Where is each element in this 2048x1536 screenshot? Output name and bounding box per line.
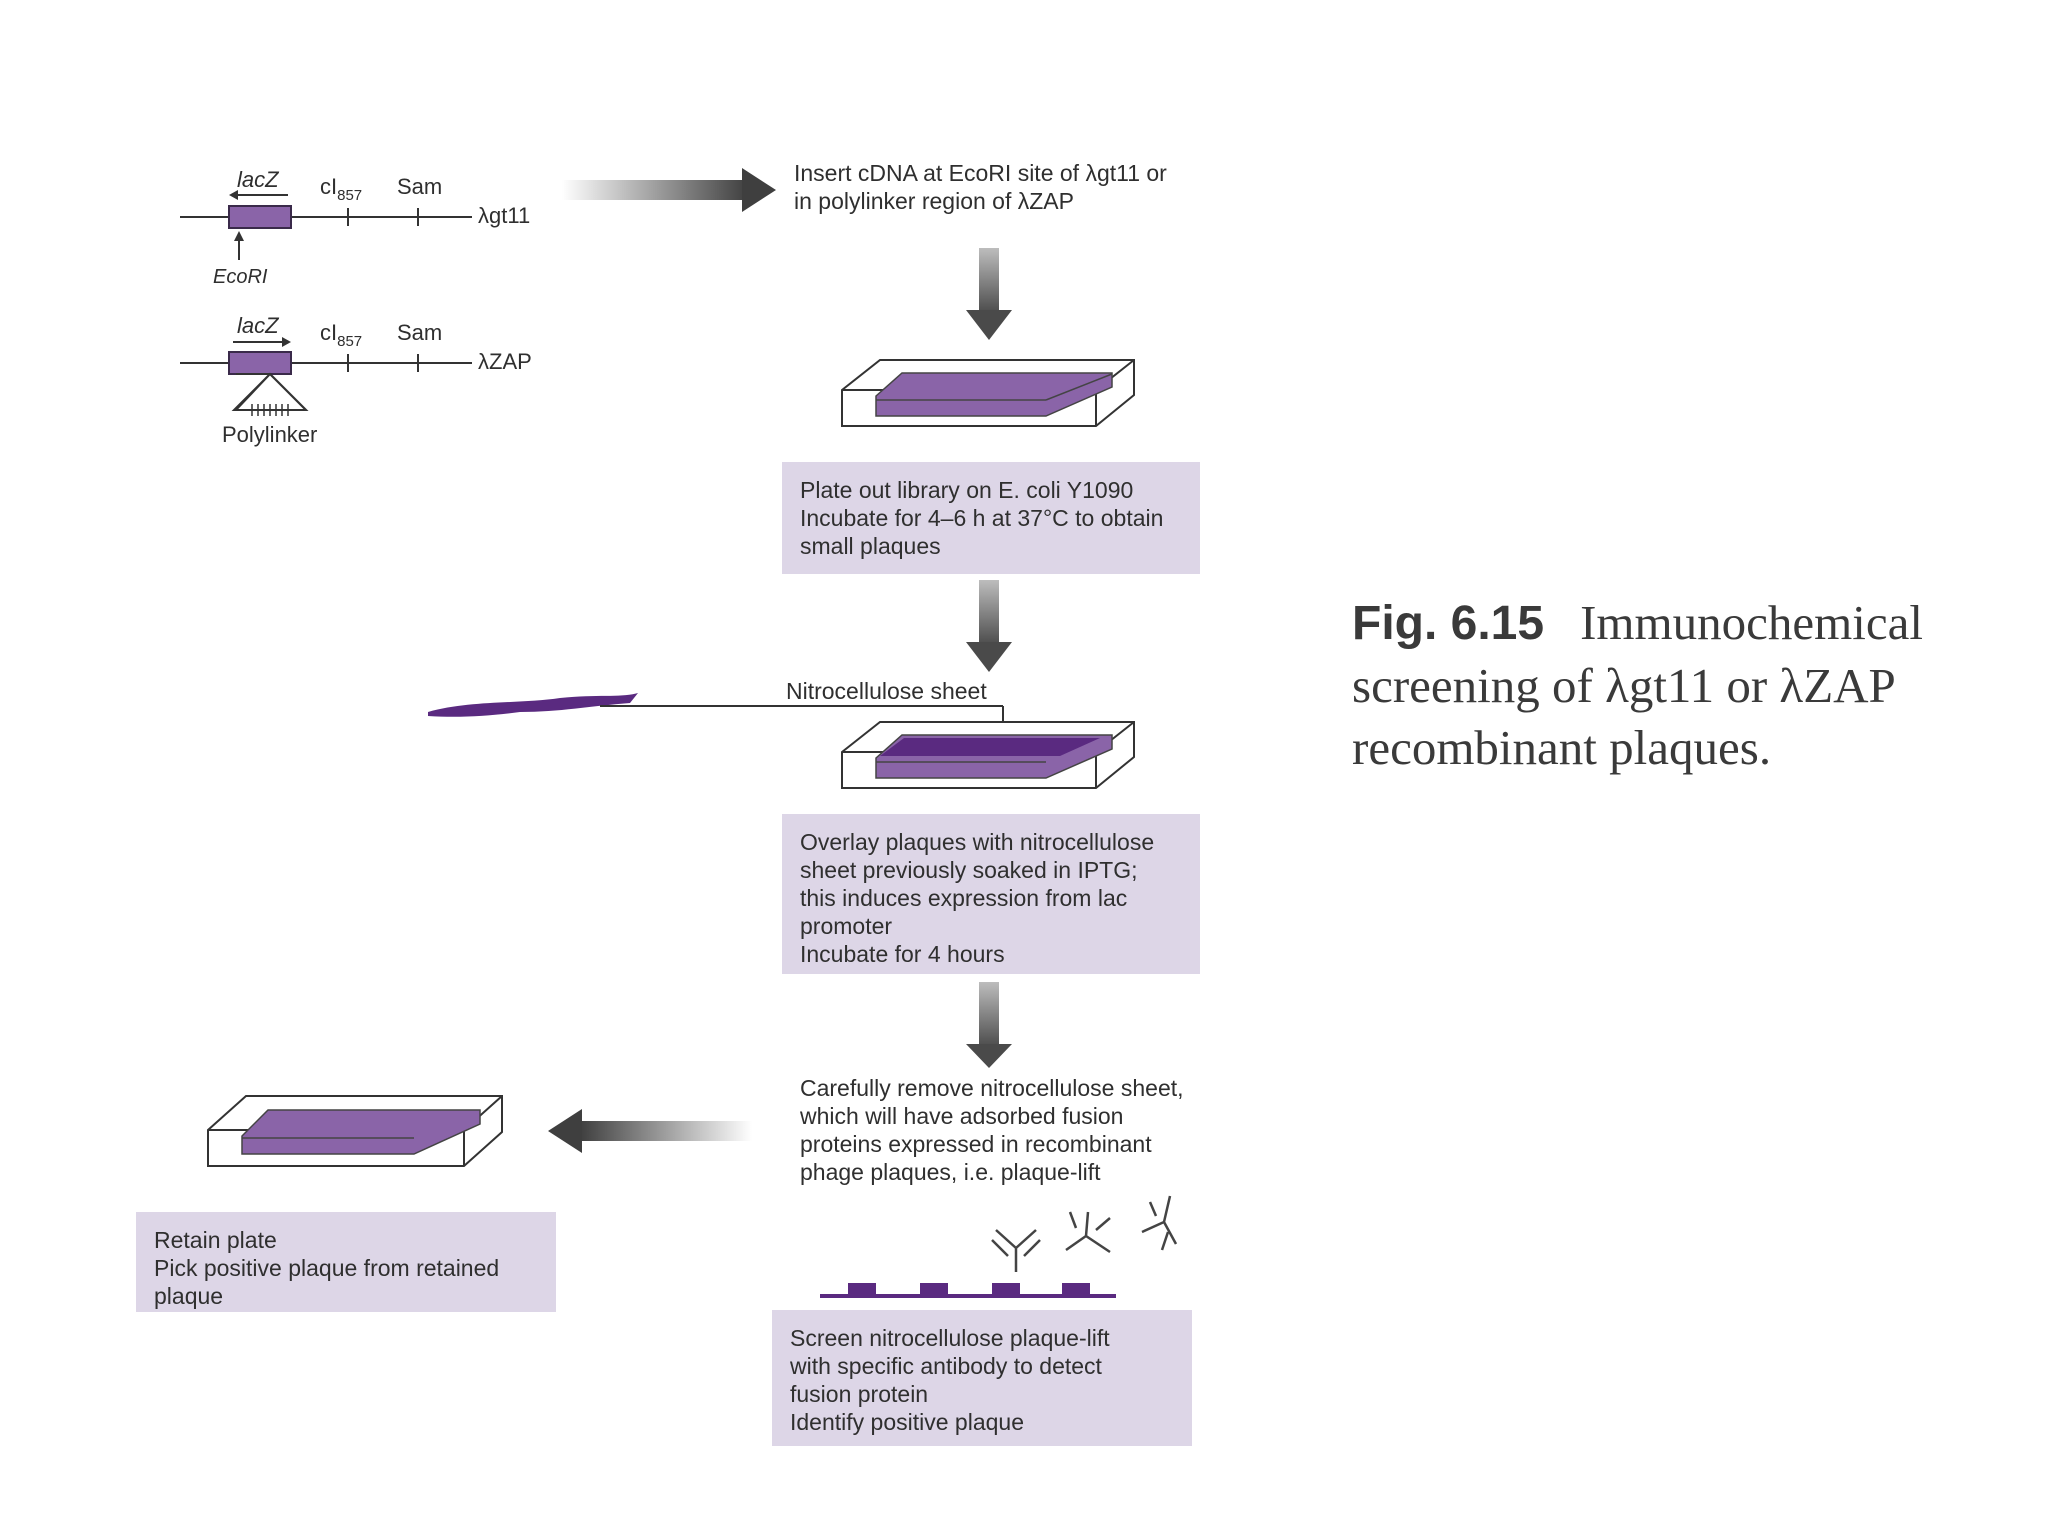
- arrow-right-icon: [562, 168, 776, 212]
- vector-name-lzap: λZAP: [478, 349, 532, 374]
- ci-label: cI857: [320, 174, 362, 204]
- antibody-icon: [1065, 1211, 1111, 1254]
- caption-text: Immunochemical: [1580, 595, 1923, 650]
- step-retain-box: Retain plate Pick positive plaque from r…: [136, 1212, 556, 1312]
- caption-text: screening of λgt11 or λZAP: [1352, 658, 1896, 713]
- caption-line: Fig. 6.15 Immunochemical: [1352, 592, 1923, 655]
- step-line: Overlay plaques with nitrocellulose: [800, 829, 1155, 855]
- step-line: in polylinker region of λZAP: [794, 188, 1074, 214]
- arrow-down-icon: [966, 982, 1012, 1068]
- lacz-gene-box: [228, 351, 292, 375]
- step-line: small plaques: [800, 533, 941, 559]
- caption-text: recombinant plaques.: [1352, 720, 1772, 775]
- ci-label: cI857: [320, 320, 362, 350]
- arrow-left-icon: [548, 1109, 752, 1153]
- step-line: with specific antibody to detect: [790, 1353, 1102, 1379]
- plate-icon: [841, 721, 1135, 789]
- ecori-arrow: [234, 231, 244, 260]
- step-plate-out-box: Plate out library on E. coli Y1090 Incub…: [782, 462, 1200, 574]
- step-line: fusion protein: [790, 1381, 929, 1407]
- step-line: Incubate for 4–6 h at 37°C to obtain: [800, 505, 1164, 531]
- step-insert-text: Insert cDNA at EcoRI site of λgt11 or in…: [794, 159, 1167, 215]
- step-line: this induces expression from lac: [800, 885, 1128, 911]
- step-line: Plate out library on E. coli Y1090: [800, 477, 1134, 503]
- lacz-direction-arrow: [233, 337, 291, 347]
- figure-number: Fig. 6.15: [1352, 597, 1545, 650]
- lacz-label: lacZ: [237, 167, 280, 192]
- step-line: proteins expressed in recombinant: [800, 1131, 1152, 1157]
- step-line: Carefully remove nitrocellulose sheet,: [800, 1075, 1184, 1101]
- plaque-lift-strip: [820, 1283, 1116, 1298]
- polylinker-label: Polylinker: [222, 422, 317, 447]
- step-line: Pick positive plaque from retained: [154, 1255, 500, 1281]
- step-remove-text: Carefully remove nitrocellulose sheet, w…: [800, 1074, 1184, 1186]
- vector-name-lgt11: λgt11: [478, 203, 530, 228]
- step-line: Retain plate: [154, 1227, 277, 1253]
- step-screen-box: Screen nitrocellulose plaque-lift with s…: [772, 1310, 1192, 1446]
- step-line: Screen nitrocellulose plaque-lift: [790, 1325, 1110, 1351]
- arrow-down-icon: [966, 248, 1012, 340]
- step-line: Insert cDNA at EcoRI site of λgt11 or: [794, 160, 1167, 186]
- nitrocellulose-label: Nitrocellulose sheet: [786, 678, 987, 704]
- step-line: which will have adsorbed fusion: [800, 1103, 1124, 1129]
- plate-icon: [207, 1095, 503, 1167]
- figure-caption: Fig. 6.15 Immunochemical screening of λgt…: [1352, 592, 1923, 779]
- vector-lgt11: lacZ cI857 Sam λgt11 EcoRI: [180, 167, 530, 288]
- sam-label: Sam: [397, 174, 442, 199]
- polylinker-icon: [231, 372, 309, 416]
- step-line: plaque: [154, 1283, 224, 1309]
- lacz-direction-arrow: [229, 190, 288, 200]
- step-line: phage plaques, i.e. plaque-lift: [800, 1159, 1101, 1185]
- arrow-down-icon: [966, 580, 1012, 672]
- step-line: Identify positive plaque: [790, 1409, 1024, 1435]
- lacz-gene-box: [228, 205, 292, 229]
- step-line: sheet previously soaked in IPTG;: [800, 857, 1138, 883]
- antibody-icon: [1141, 1195, 1178, 1251]
- sam-label: Sam: [397, 320, 442, 345]
- step-line: Incubate for 4 hours: [800, 941, 1005, 967]
- step-overlay-box: Overlay plaques with nitrocellulose shee…: [782, 814, 1200, 974]
- vector-lzap: lacZ cI857 Sam λZAP Polylinker: [180, 313, 532, 447]
- step-line: promoter: [800, 913, 893, 939]
- plate-icon: [841, 359, 1135, 427]
- lacz-label: lacZ: [237, 313, 280, 338]
- ecori-label: EcoRI: [213, 266, 268, 288]
- antibody-icon: [991, 1229, 1041, 1272]
